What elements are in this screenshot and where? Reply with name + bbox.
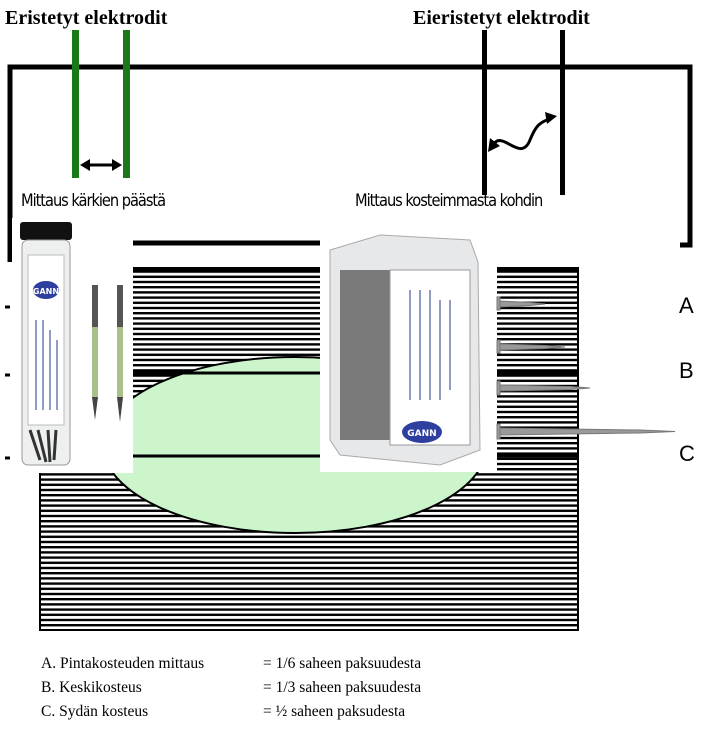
legend-value: = 1/6 saheen paksuudesta — [263, 655, 422, 672]
insulated-electrodes — [72, 30, 130, 178]
legend-name: A. Pintakosteuden mittaus — [41, 655, 205, 672]
legend-name: B. Keskikosteus — [41, 679, 142, 696]
uninsulated-electrodes — [482, 30, 565, 195]
legend-value: = ½ saheen paksudesta — [263, 703, 406, 720]
insulated-electrodes-label: Eristetyt elektrodit — [5, 7, 168, 29]
depth-mark-c: C — [679, 441, 695, 466]
tip-measurement-label: Mittaus kärkien päästä — [21, 191, 166, 211]
meter-frame — [7, 64, 693, 262]
depth-mark-a: A — [679, 293, 694, 318]
svg-text:GANN: GANN — [33, 287, 59, 296]
insulated-needle-product-photo: GANN — [12, 218, 133, 473]
uninsulated-electrodes-label: Eieristetyt elektrodit — [413, 7, 590, 29]
wettest-point-measurement-label: Mittaus kosteimmasta kohdin — [355, 191, 543, 211]
legend-value: = 1/3 saheen paksuudesta — [263, 679, 422, 696]
uninsulated-needle-product-photo: GANN — [320, 234, 497, 472]
legend-name: C. Sydän kosteus — [41, 703, 149, 720]
depth-mark-b: B — [679, 358, 694, 383]
needle-lengths — [496, 296, 676, 440]
svg-text:GANN: GANN — [407, 429, 436, 439]
